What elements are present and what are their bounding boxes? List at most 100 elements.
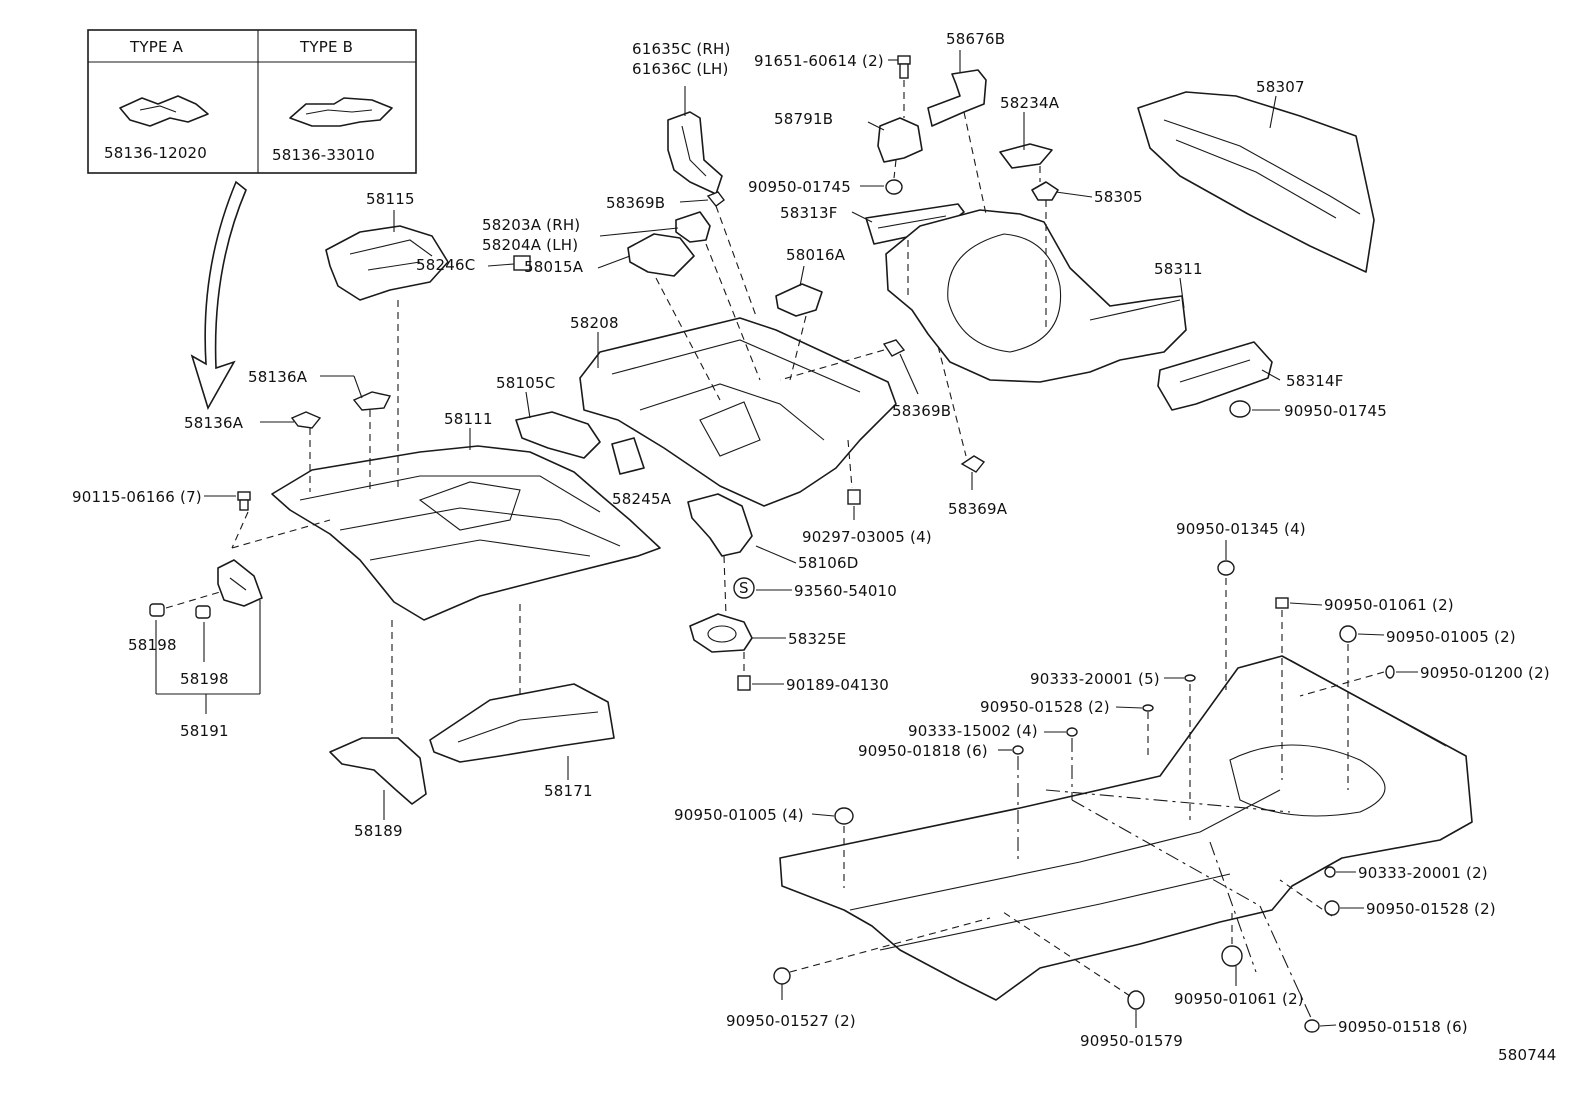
bolt-91651 <box>897 55 911 79</box>
symbol-93560-circle <box>733 577 755 599</box>
part-61635c-bracket <box>667 111 723 195</box>
label-90950-01745-top: 90950-01745 <box>748 178 852 196</box>
clip-58136a-upper <box>352 391 392 411</box>
part-58016a <box>775 283 823 317</box>
label-90950-01005-top: 90950-01005 (2) <box>1386 628 1516 646</box>
label-90115-06166: 90115-06166 (7) <box>72 488 202 506</box>
label-58246c: 58246C <box>416 256 476 274</box>
label-58369b-mid: 58369B <box>892 402 952 420</box>
label-90297-03005: 90297-03005 (4) <box>802 528 932 546</box>
plug-90950-01579 <box>1127 990 1145 1010</box>
label-58314f: 58314F <box>1286 372 1344 390</box>
part-58106d <box>687 493 753 557</box>
figure-number: 580744 <box>1498 1046 1557 1064</box>
label-90333-20001-right: 90333-20001 (2) <box>1358 864 1488 882</box>
label-90950-01061-top: 90950-01061 (2) <box>1324 596 1454 614</box>
part-58234a <box>999 143 1053 169</box>
plug-90950-01527 <box>773 967 791 985</box>
label-58106d: 58106D <box>798 554 859 572</box>
label-93560-54010: 93560-54010 <box>794 582 898 600</box>
label-90333-20001-top: 90333-20001 (5) <box>1030 670 1160 688</box>
label-90950-01745-mid: 90950-01745 <box>1284 402 1388 420</box>
type-b-pad-drawing <box>289 97 393 127</box>
type-a-pad-drawing <box>119 95 209 127</box>
part-58245a <box>611 437 645 475</box>
label-58111: 58111 <box>444 410 493 428</box>
label-58245a: 58245A <box>612 490 672 508</box>
part-58198-left <box>149 603 165 617</box>
dash-dot-lines <box>1017 738 1313 1021</box>
plug-90950-01528-right <box>1324 900 1340 916</box>
part-58111-front-floor <box>271 445 661 621</box>
label-90950-01579: 90950-01579 <box>1080 1032 1184 1050</box>
part-58314f <box>1157 341 1273 411</box>
plug-90950-01200 <box>1385 665 1395 679</box>
label-58311: 58311 <box>1154 260 1203 278</box>
plug-90950-01005-left <box>834 807 854 825</box>
plug-90333-20001-right <box>1324 866 1336 878</box>
label-58016a: 58016A <box>786 246 846 264</box>
label-90950-01061-bottom: 90950-01061 (2) <box>1174 990 1304 1008</box>
label-58191: 58191 <box>180 722 229 740</box>
part-90189-nut <box>737 675 751 691</box>
clip-58136a-lower <box>290 411 322 429</box>
plug-90950-01745-mid <box>1229 400 1251 418</box>
plug-90950-01818 <box>1012 745 1024 755</box>
label-58198-2: 58198 <box>180 670 229 688</box>
label-90950-01200: 90950-01200 (2) <box>1420 664 1550 682</box>
part-58246c <box>513 255 531 271</box>
label-58307: 58307 <box>1256 78 1305 96</box>
part-58311-spare-tire-well <box>885 209 1187 383</box>
label-58313f: 58313F <box>780 204 838 222</box>
label-90950-01005-left: 90950-01005 (4) <box>674 806 804 824</box>
label-58234a: 58234A <box>1000 94 1060 112</box>
part-58791b-bracket <box>877 117 923 163</box>
bolt-90297 <box>847 489 861 505</box>
bolt-90115 <box>237 491 251 511</box>
label-90950-01818: 90950-01818 (6) <box>858 742 988 760</box>
clip-58369b-top <box>706 191 725 207</box>
label-90950-01528-top: 90950-01528 (2) <box>980 698 1110 716</box>
label-58369b-top: 58369B <box>606 194 666 212</box>
clip-58369b-mid <box>882 339 906 357</box>
label-58105c: 58105C <box>496 374 556 392</box>
part-58305 <box>1031 181 1059 201</box>
label-58115: 58115 <box>366 190 415 208</box>
part-58208-center-floor <box>579 317 897 507</box>
inset-type-b-part: 58136-33010 <box>272 146 376 164</box>
label-61635c: 61635C (RH) <box>632 40 731 58</box>
label-91651-60614: 91651-60614 (2) <box>754 52 884 70</box>
plug-90950-01345 <box>1217 560 1235 576</box>
inset-type-a-header: TYPE A <box>130 38 184 56</box>
part-58676b-pad <box>927 69 987 127</box>
label-61636c: 61636C (LH) <box>632 60 729 78</box>
label-58203a: 58203A (RH) <box>482 216 581 234</box>
label-58369a: 58369A <box>948 500 1008 518</box>
label-58136a-2: 58136A <box>184 414 244 432</box>
rear-underbody <box>779 655 1473 1001</box>
plug-90333-20001-top <box>1184 674 1196 682</box>
phantom-lines <box>165 80 1385 997</box>
plug-90950-01518 <box>1304 1019 1320 1033</box>
part-58015a <box>627 233 695 277</box>
label-90333-15002: 90333-15002 (4) <box>908 722 1038 740</box>
part-58198-right <box>195 605 211 619</box>
part-58203a <box>675 211 711 243</box>
label-58015a: 58015A <box>524 258 584 276</box>
label-90950-01528-right: 90950-01528 (2) <box>1366 900 1496 918</box>
label-90950-01345: 90950-01345 (4) <box>1176 520 1306 538</box>
part-58189 <box>329 737 427 805</box>
label-58305: 58305 <box>1094 188 1143 206</box>
plug-90333-15002 <box>1066 727 1078 737</box>
label-90950-01527: 90950-01527 (2) <box>726 1012 856 1030</box>
plug-90950-01061-top <box>1275 597 1289 609</box>
clip-58369a <box>960 455 986 473</box>
plug-90950-01005-top <box>1339 625 1357 643</box>
plug-90950-01528-top <box>1142 704 1154 712</box>
part-58307-rear-panel <box>1137 91 1375 273</box>
label-58136a-1: 58136A <box>248 368 308 386</box>
label-58791b: 58791B <box>774 110 834 128</box>
label-58325e: 58325E <box>788 630 847 648</box>
